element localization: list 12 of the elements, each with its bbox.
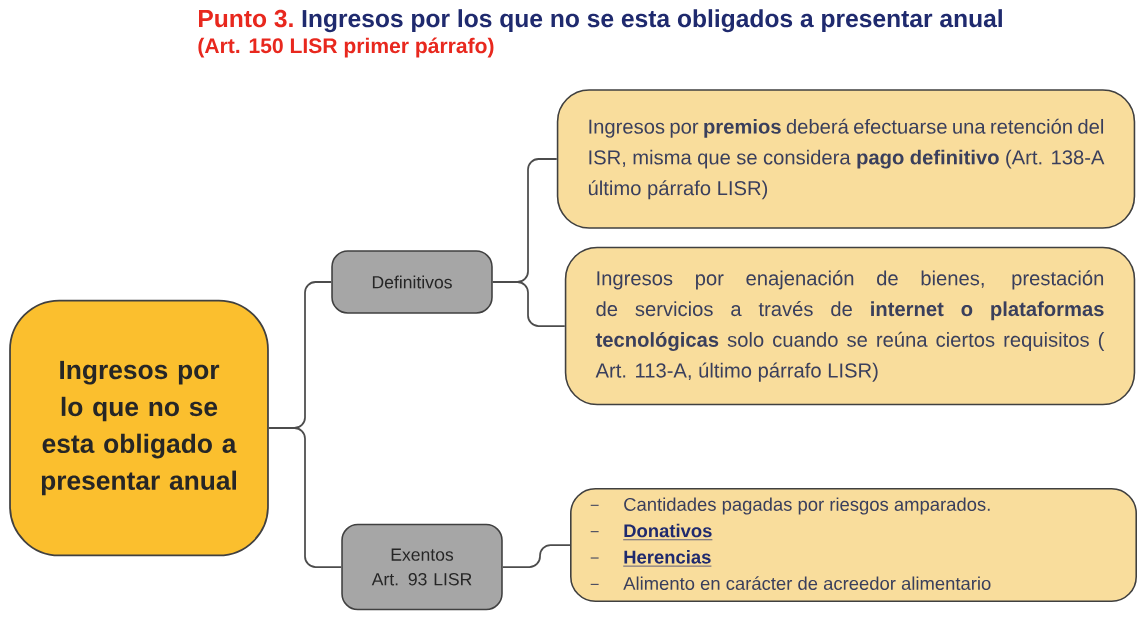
- title: Ingresos por los que no se esta obligados a presentar anual: [302, 9, 1002, 33]
- text-box: Ingresos por enajenación de bienes, prestación de servicios a través de internet o plataformas tecnológicas solo cuando se reúna ciertos requisitos ( Art. 113-A, último párrafo LISR): [564, 246, 1136, 406]
- text-box: Ingresos por premios deberá efectuarse una retención del ISR, misma que se considera pago definitivo (Art. 138-A último párrafo LISR): [556, 89, 1136, 229]
- category-box: Exentos Art. 93 LISR: [341, 523, 503, 611]
- list-box: Cantidades pagadas por riesgos amparados. Donativos Herencias Alimento en carácter de acreedor alimentario: [570, 488, 1137, 603]
- subtitle: (Art. 150 LISR primer párrafo): [198, 37, 494, 58]
- category-box: Definitivos: [331, 250, 493, 314]
- connector: [491, 281, 566, 327]
- connector: [501, 544, 571, 568]
- connector: [268, 427, 343, 568]
- heading-label: Punto 3.: [199, 9, 293, 28]
- topic-box: Ingresos por lo que no se esta obligado a presentar anual: [9, 299, 269, 557]
